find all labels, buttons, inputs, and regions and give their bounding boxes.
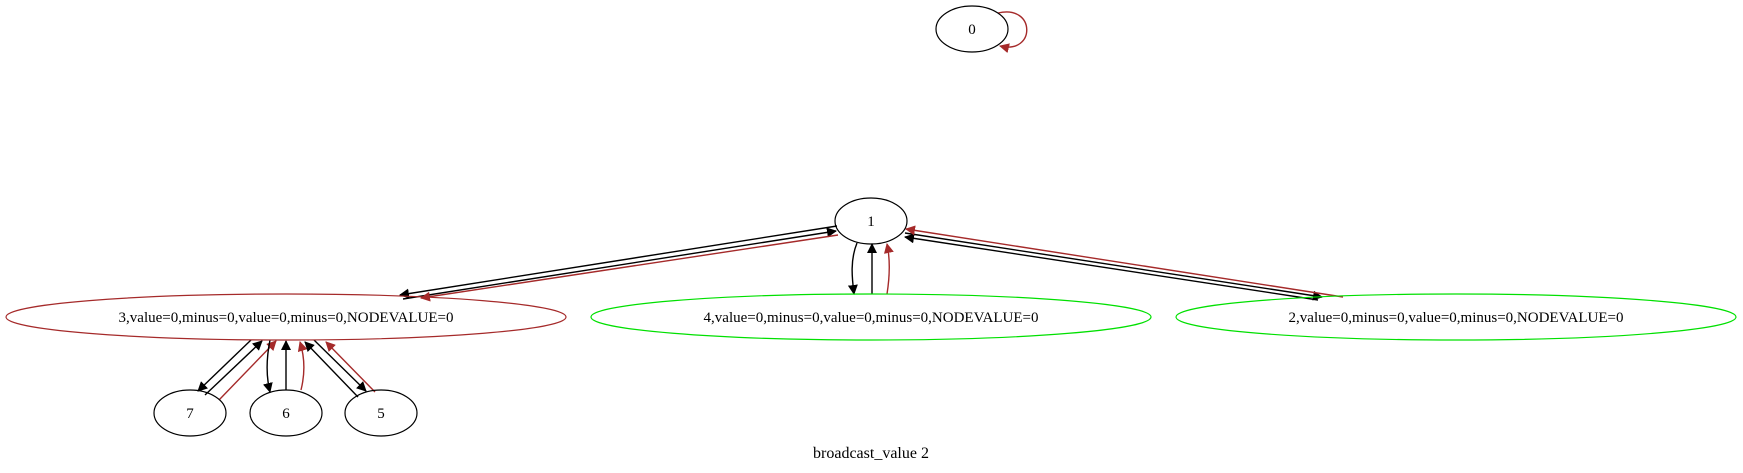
edges-layer bbox=[197, 11, 1344, 401]
node-0-shape bbox=[935, 5, 1009, 53]
node-7-label: 7 bbox=[186, 406, 194, 422]
edge-6-to-3-brown bbox=[297, 341, 308, 391]
edge-1-to-3-brown bbox=[420, 234, 839, 302]
edge-1-to-3 bbox=[399, 225, 838, 299]
edge-5-to-3 bbox=[304, 341, 359, 398]
node-0[interactable]: 0 bbox=[935, 5, 1009, 53]
edge-7-to-3-brown bbox=[218, 340, 277, 401]
node-3[interactable]: 3,value=0,minus=0,value=0,minus=0,NODEVA… bbox=[5, 293, 567, 341]
edge-2-to-1 bbox=[904, 233, 1319, 301]
node-7[interactable]: 7 bbox=[153, 389, 227, 437]
node-6[interactable]: 6 bbox=[249, 389, 323, 437]
node-5[interactable]: 5 bbox=[344, 389, 418, 437]
edge-5-to-3-brown bbox=[325, 341, 376, 393]
node-5-label: 5 bbox=[377, 406, 385, 422]
edge-3-to-7 bbox=[197, 339, 252, 392]
edge-1-to-2 bbox=[904, 232, 1323, 301]
node-4[interactable]: 4,value=0,minus=0,value=0,minus=0,NODEVA… bbox=[590, 293, 1152, 341]
node-4-shape bbox=[590, 293, 1152, 341]
node-2[interactable]: 2,value=0,minus=0,value=0,minus=0,NODEVA… bbox=[1175, 293, 1737, 341]
node-3-label: 3,value=0,minus=0,value=0,minus=0,NODEVA… bbox=[119, 310, 454, 326]
node-3-shape bbox=[5, 293, 567, 341]
node-2-label: 2,value=0,minus=0,value=0,minus=0,NODEVA… bbox=[1289, 310, 1624, 326]
node-1-label: 1 bbox=[867, 214, 875, 230]
node-5-shape bbox=[344, 389, 418, 437]
edge-4-to-1-brown bbox=[883, 243, 894, 295]
edge-3-to-6 bbox=[262, 339, 273, 393]
edge-2-to-1-brown bbox=[905, 225, 1344, 298]
edge-3-to-1 bbox=[402, 227, 837, 300]
edge-3-to-5 bbox=[313, 339, 367, 392]
edge-0-to-0 bbox=[997, 11, 1028, 54]
node-6-shape bbox=[249, 389, 323, 437]
graph-caption: broadcast_value 2 bbox=[813, 445, 929, 462]
node-2-shape bbox=[1175, 293, 1737, 341]
nodes-layer: 0 1 3,value=0,minus=0,value=0,minus=0,NO… bbox=[5, 5, 1737, 437]
node-6-label: 6 bbox=[282, 406, 290, 422]
node-4-label: 4,value=0,minus=0,value=0,minus=0,NODEVA… bbox=[704, 310, 1039, 326]
node-1-shape bbox=[834, 197, 908, 245]
edge-7-to-3 bbox=[204, 340, 263, 396]
node-0-label: 0 bbox=[968, 22, 976, 38]
node-7-shape bbox=[153, 389, 227, 437]
edge-1-to-4 bbox=[847, 242, 858, 295]
node-1[interactable]: 1 bbox=[834, 197, 908, 245]
